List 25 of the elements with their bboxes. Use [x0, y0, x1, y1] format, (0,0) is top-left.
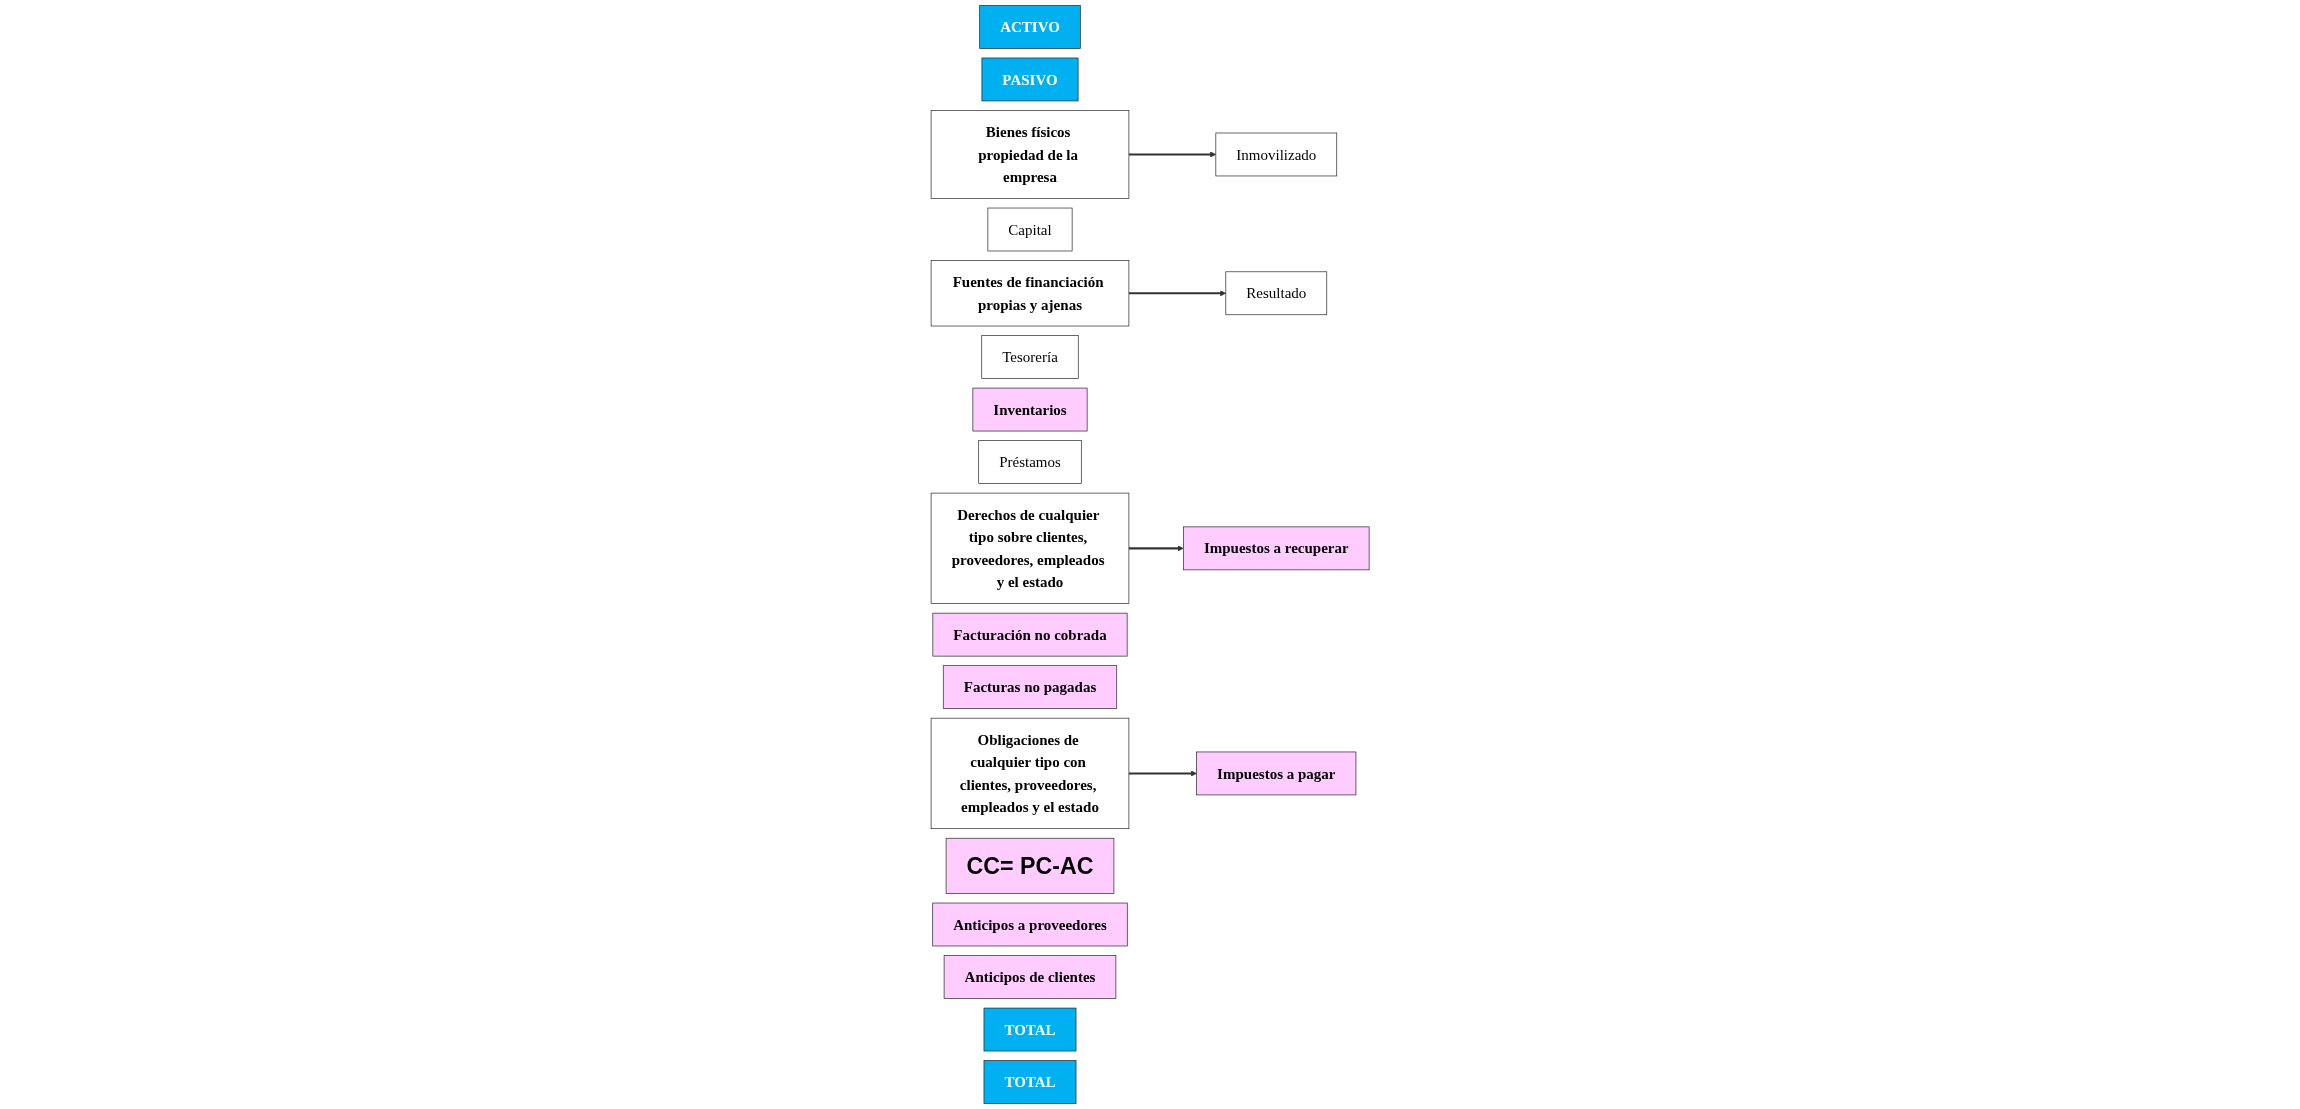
arrow: [1128, 545, 1184, 552]
arrow: [1128, 151, 1216, 158]
node-box: Facturación no cobrada: [932, 612, 1128, 657]
node-box: Inmovilizado: [1215, 132, 1337, 177]
node-box: Facturas no pagadas: [942, 665, 1117, 709]
node-box: Derechos de cualquier tipo sobre clientes, proveedores, empleados y el estado: [930, 492, 1130, 604]
node-box: Bienes físicos propiedad de la empresa: [930, 110, 1130, 199]
node-box: TOTAL: [983, 1060, 1077, 1104]
node-box: Anticipos a proveedores: [932, 902, 1128, 947]
arrow: [1128, 770, 1197, 777]
node-box: Anticipos de clientes: [943, 955, 1117, 999]
node-box: Inventarios: [972, 387, 1088, 432]
node-box: Fuentes de financiación propias y ajenas: [930, 260, 1130, 327]
node-box: Impuestos a pagar: [1196, 751, 1357, 796]
arrow: [1128, 290, 1226, 297]
node-box: PASIVO: [981, 57, 1079, 102]
node-box: Tesorería: [981, 335, 1079, 379]
node-box: Resultado: [1225, 271, 1327, 316]
node-box: ACTIVO: [979, 5, 1081, 49]
node-box: CC= PC-AC: [945, 837, 1115, 894]
node-box: Obligaciones de cualquier tipo con clientes, proveedores, empleados y el estado: [930, 717, 1130, 829]
node-box: TOTAL: [983, 1007, 1077, 1052]
node-box: Impuestos a recuperar: [1183, 526, 1370, 571]
node-box: Capital: [987, 207, 1073, 252]
node-box: Préstamos: [978, 440, 1082, 484]
